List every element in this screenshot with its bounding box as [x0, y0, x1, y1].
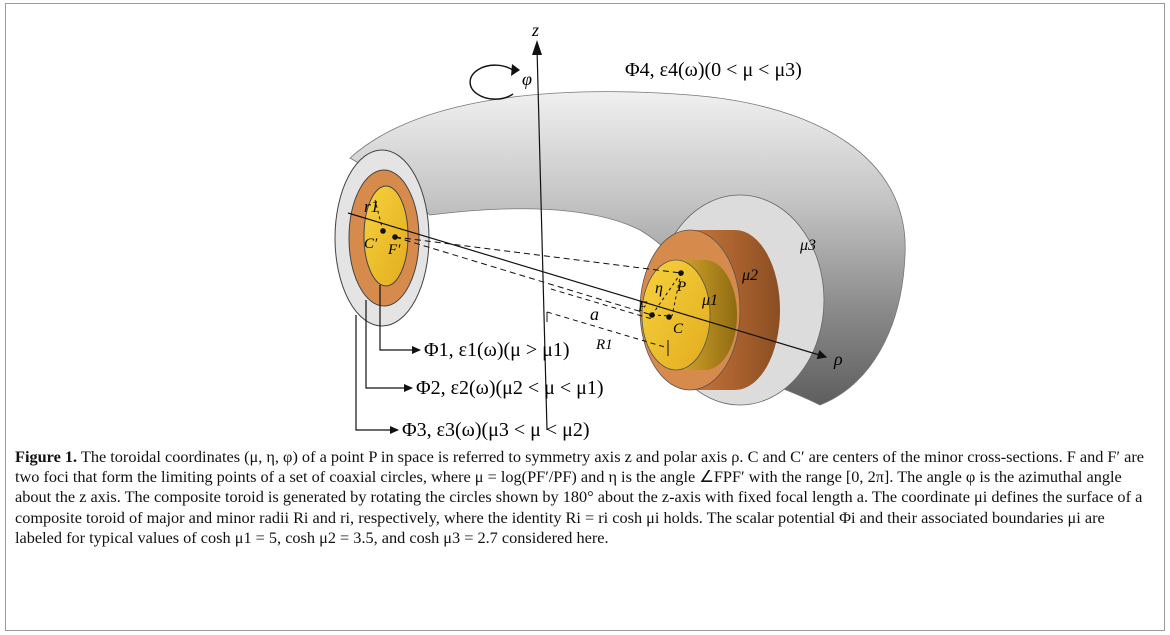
eta-label: η: [655, 280, 663, 297]
legend-phi2: Φ2, ε2(ω)(μ2 < μ < μ1): [416, 377, 604, 399]
z-axis: [536, 47, 548, 431]
caption-label: Figure 1.: [15, 447, 78, 466]
z-axis-label: z: [531, 20, 539, 40]
legend-phi1: Φ1, ε1(ω)(μ > μ1): [424, 339, 570, 361]
figure-caption: Figure 1. The toroidal coordinates (μ, η…: [15, 447, 1155, 548]
figure-frame: [5, 3, 1165, 631]
legend-leader-lines: [355, 285, 420, 431]
f-prime-label: F′: [387, 242, 401, 258]
phi-label: φ: [522, 69, 532, 89]
p-label: P: [676, 279, 686, 295]
mu3-label: μ3: [799, 237, 816, 254]
mu1-label: μ1: [701, 292, 718, 309]
legend-arrow-3: [390, 426, 399, 434]
r1-major-label: R1: [595, 337, 613, 353]
construction-lines: [374, 199, 682, 356]
outer-region-label: Φ4, ε4(ω)(0 < μ < μ3): [625, 59, 802, 81]
legend-arrow-1: [412, 346, 421, 354]
rho-axis-label: ρ: [833, 349, 843, 369]
right-cross-section: [639, 194, 825, 406]
legend-arrow-2: [404, 384, 413, 392]
f-label: F: [637, 299, 648, 315]
left-cross-section: [334, 149, 430, 327]
legend-phi3: Φ3, ε3(ω)(μ3 < μ < μ2): [402, 419, 590, 441]
r1-label: r1: [364, 197, 379, 216]
a-label: a: [590, 304, 599, 324]
rho-axis: [347, 212, 828, 360]
phi-rotation-arrow: [469, 64, 520, 100]
focus-points: [380, 228, 684, 320]
toroid-figure: z ρ φ Φ4, ε4(ω)(0 < μ < μ3) μ3 μ2 μ1 r1 …: [334, 20, 906, 441]
c-label: C: [673, 321, 684, 337]
z-axis-arrow: [532, 40, 542, 55]
mu2-label: μ2: [741, 267, 758, 284]
caption-text: The toroidal coordinates (μ, η, φ) of a …: [15, 447, 1144, 547]
c-prime-label: C′: [364, 236, 378, 252]
